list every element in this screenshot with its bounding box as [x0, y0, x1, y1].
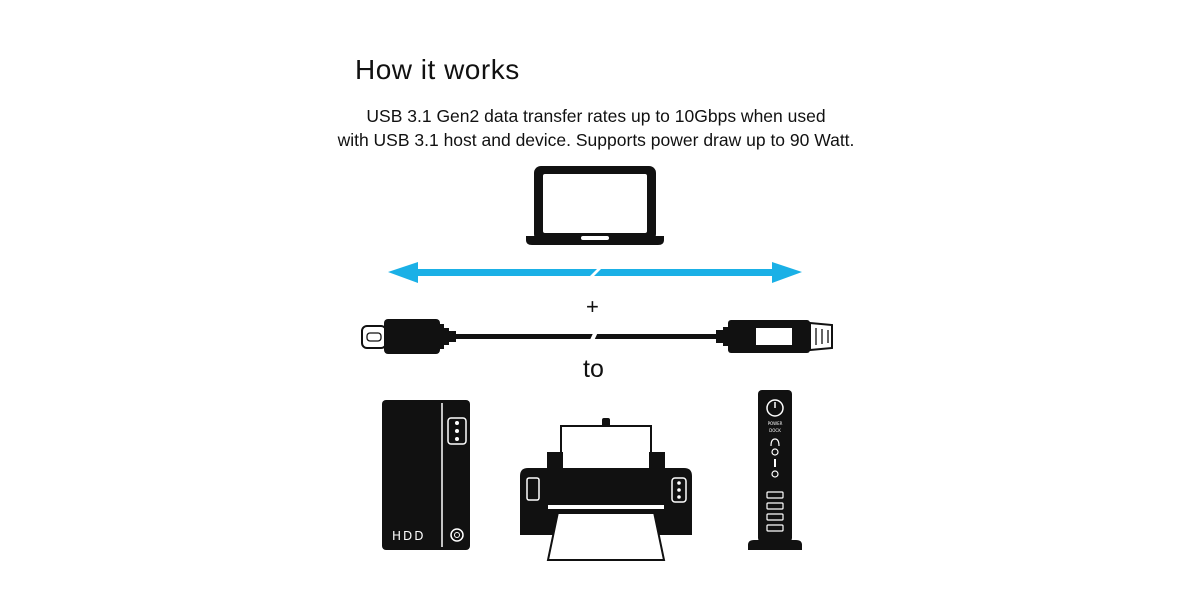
description-line-2: with USB 3.1 host and device. Supports p… — [337, 130, 855, 150]
description: USB 3.1 Gen2 data transfer rates up to 1… — [300, 104, 892, 152]
hdd-icon: HDD — [382, 400, 470, 550]
bidirectional-arrow-icon — [388, 262, 802, 283]
dock-dock-label: DOCK — [769, 428, 781, 433]
laptop-icon — [526, 166, 664, 245]
printer-icon — [520, 418, 692, 561]
description-line-1: USB 3.1 Gen2 data transfer rates up to 1… — [366, 106, 826, 126]
dock-power-label: POWER — [768, 421, 783, 426]
docking-station-icon: POWER DOCK — [748, 390, 802, 550]
to-label: to — [583, 355, 604, 383]
page-title: How it works — [355, 54, 520, 85]
plus-label: + — [586, 294, 599, 319]
hdd-label: HDD — [392, 529, 426, 543]
usb-c-to-usb-b-cable-icon — [361, 319, 833, 354]
